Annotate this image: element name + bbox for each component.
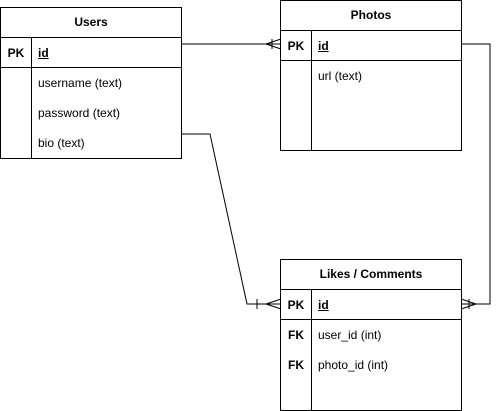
users-bio-field: bio (text) — [38, 136, 85, 150]
pk-label: PK — [287, 298, 305, 312]
likes-pk-row: PK id — [281, 290, 461, 320]
likes-photo-id-field: photo_id (int) — [318, 358, 389, 372]
users-field-row: password (text) — [1, 98, 181, 128]
likes-fk-row: FK user_id (int) — [281, 320, 461, 350]
photos-field-row: url (text) — [281, 61, 461, 91]
photos-url-field: url (text) — [318, 69, 363, 83]
key-column-divider — [31, 38, 32, 158]
key-column-divider — [311, 290, 312, 410]
pk-label: PK — [7, 46, 25, 60]
photos-id-field: id — [318, 39, 329, 53]
users-password-field: password (text) — [38, 106, 121, 120]
likes-user-id-field: user_id (int) — [318, 328, 382, 342]
users-username-field: username (text) — [38, 76, 123, 90]
relationship-users-photos[interactable] — [182, 38, 282, 50]
pk-label: PK — [287, 39, 305, 53]
entity-photos[interactable]: Photos PK id url (text) — [280, 0, 462, 151]
entity-users[interactable]: Users PK id username (text) password (te… — [0, 7, 182, 159]
photos-pk-row: PK id — [281, 31, 461, 61]
crowfoot-photos-icon — [265, 38, 282, 50]
fk-label: FK — [288, 328, 304, 342]
users-field-row: username (text) — [1, 68, 181, 98]
users-pk-row: PK id — [1, 38, 181, 68]
entity-users-title: Users — [1, 8, 181, 38]
relationship-users-likes[interactable] — [182, 133, 282, 310]
likes-id-field: id — [318, 298, 329, 312]
entity-likes-comments[interactable]: Likes / Comments PK id FK user_id (int) … — [280, 259, 462, 411]
users-id-field: id — [38, 46, 49, 60]
crowfoot-likes-right-icon — [460, 298, 477, 310]
key-column-divider — [311, 31, 312, 150]
entity-likes-title: Likes / Comments — [281, 260, 461, 290]
users-field-row: bio (text) — [1, 128, 181, 158]
crowfoot-likes-left-icon — [265, 298, 282, 310]
fk-label: FK — [288, 358, 304, 372]
likes-fk-row: FK photo_id (int) — [281, 350, 461, 380]
relationship-photos-likes[interactable] — [460, 43, 491, 310]
entity-photos-title: Photos — [281, 1, 461, 31]
